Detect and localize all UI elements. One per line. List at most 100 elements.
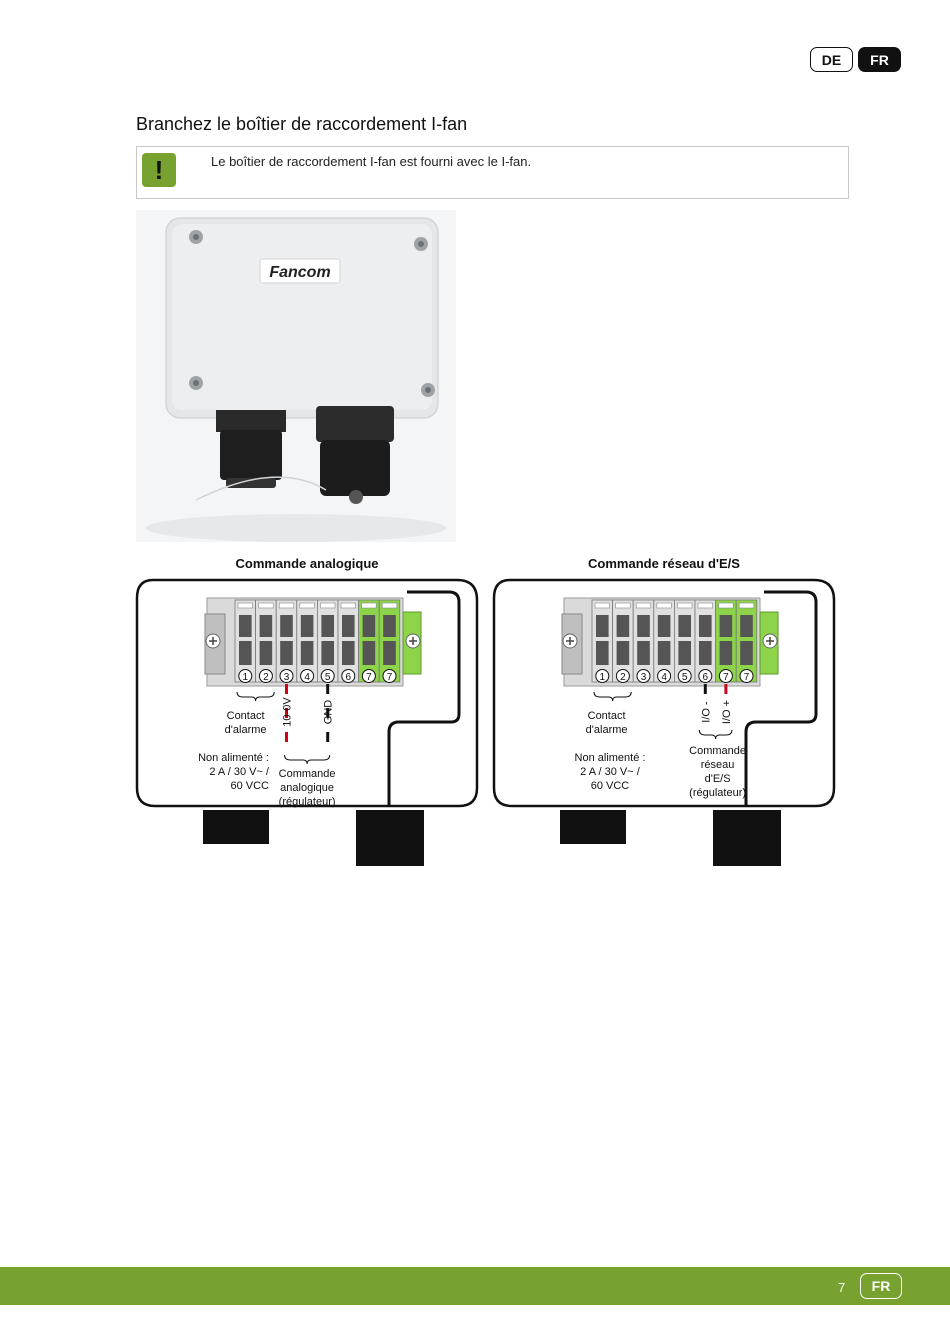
lang-fr-button[interactable]: FR <box>858 47 901 72</box>
analog-title: Commande analogique <box>235 556 378 571</box>
network-terminal-5: 5 <box>674 599 696 683</box>
analog-signal-label-2: GND <box>323 700 335 725</box>
analog-terminal-number: 7 <box>387 672 393 683</box>
analog-terminal-number: 2 <box>263 672 269 683</box>
network-contact-label-1: Contact <box>588 710 626 722</box>
analog-terminal-number-ring <box>279 669 294 683</box>
analog-terminal-slot-bottom <box>342 641 355 665</box>
network-terminal-number: 1 <box>600 672 606 683</box>
network-terminal-number-ring <box>615 669 630 683</box>
analog-connector-left <box>203 810 269 844</box>
network-cable <box>744 590 818 806</box>
network-terminal-slot-bottom <box>678 641 691 665</box>
network-connector-left <box>560 810 626 844</box>
analog-terminal-number-ring <box>341 669 356 683</box>
network-terminal-cap <box>635 602 652 609</box>
analog-terminal-number: 5 <box>325 672 331 683</box>
network-terminal-slot-bottom <box>596 641 609 665</box>
analog-terminal-cap <box>278 602 295 609</box>
network-control-brace <box>698 729 733 740</box>
analog-contact-label-1: Contact <box>227 710 265 722</box>
network-terminal-cap <box>594 602 610 609</box>
network-terminal-slot-bottom <box>657 641 671 665</box>
analog-terminal-cap <box>320 602 336 609</box>
analog-screw-left-cross <box>209 637 217 645</box>
network-terminal-cap <box>677 602 693 609</box>
network-rating-label-3: 60 VCC <box>591 780 630 792</box>
note-box: ! Le boîtier de raccordement I-fan est f… <box>136 146 849 199</box>
analog-terminal-slot-top <box>342 615 355 637</box>
network-screw-left-cross <box>566 637 574 645</box>
connection-box-photo: Fancom <box>136 210 456 542</box>
analog-terminal-cap <box>381 602 398 609</box>
analog-terminal-slot-top <box>300 615 314 637</box>
analog-terminal-number: 4 <box>304 672 310 683</box>
warning-icon: ! <box>142 153 176 187</box>
network-terminal-slot-top <box>740 615 753 637</box>
lang-de-button[interactable]: DE <box>810 47 853 72</box>
network-terminal-number: 3 <box>641 672 647 683</box>
network-terminal-slot-top <box>699 615 712 637</box>
page-number: 7 <box>838 1280 846 1295</box>
network-connector-right <box>713 810 781 866</box>
network-signal-label-1: I/O - <box>700 701 712 723</box>
network-terminal-number-ring <box>739 669 754 683</box>
analog-rating-label-2: 2 A / 30 V~ / <box>209 766 270 778</box>
network-terminal-number-ring <box>698 669 713 683</box>
analog-terminal-number: 3 <box>284 672 290 683</box>
network-control-label-2: réseau <box>701 759 735 771</box>
analog-terminal-slot-bottom <box>362 641 376 665</box>
analog-terminal-cap <box>258 602 274 609</box>
network-terminal-number: 2 <box>620 672 626 683</box>
analog-control-label-1: Commande <box>279 768 336 780</box>
network-terminal-cap <box>738 602 755 609</box>
analog-terminal-1: 1 <box>234 599 257 683</box>
analog-terminal-8: 7 <box>378 599 401 683</box>
analog-terminal-slot-top <box>280 615 293 637</box>
network-terminal-slot-bottom <box>740 641 753 665</box>
footer-lang-button[interactable]: FR <box>860 1273 902 1299</box>
network-terminal-number: 7 <box>744 672 750 683</box>
analog-alarm-brace <box>236 691 275 702</box>
analog-terminal-4: 4 <box>296 599 318 683</box>
analog-terminal-cap <box>299 602 315 609</box>
network-terminal-7: 7 <box>715 599 737 683</box>
analog-terminal-slot-top <box>259 615 273 637</box>
network-terminal-cap <box>718 602 734 609</box>
network-terminal-cap <box>656 602 672 609</box>
analog-terminal-3: 3 <box>275 599 298 683</box>
analog-terminal-number: 7 <box>366 672 372 683</box>
network-terminal-number-ring <box>636 669 651 683</box>
analog-control-label-2: analogique <box>280 782 334 794</box>
network-terminal-number: 4 <box>661 672 667 683</box>
analog-terminal-cap <box>361 602 377 609</box>
analog-terminal-number-ring <box>258 669 273 683</box>
network-terminal-1: 1 <box>591 599 614 683</box>
analog-terminal-slot-bottom <box>321 641 334 665</box>
analog-terminal-6: 6 <box>337 599 360 683</box>
network-screw-right-cross <box>766 637 774 645</box>
network-rating-label-1: Non alimenté : <box>575 752 646 764</box>
network-terminal-slot-top <box>719 615 733 637</box>
analog-terminal-number: 1 <box>243 672 249 683</box>
network-terminal-slot-bottom <box>616 641 630 665</box>
network-terminal-number: 6 <box>703 672 709 683</box>
network-terminal-slot-bottom <box>637 641 650 665</box>
analog-cable <box>387 590 461 806</box>
analog-terminal-slot-bottom <box>239 641 252 665</box>
photo-brand-label: Fancom <box>269 264 330 281</box>
analog-control-brace <box>284 754 331 765</box>
analog-signal-label-1: 10-0V <box>282 697 294 727</box>
note-text: Le boîtier de raccordement I-fan est fou… <box>211 154 532 169</box>
network-terminal-number: 7 <box>723 672 729 683</box>
network-terminal-3: 3 <box>632 599 655 683</box>
network-control-label-1: Commande <box>689 745 746 757</box>
analog-connector-right <box>356 810 424 866</box>
analog-control-label-3: (régulateur) <box>279 796 336 808</box>
network-terminal-number-ring <box>595 669 610 683</box>
analog-contact-label-2: d'alarme <box>225 724 267 736</box>
analog-terminal-cap <box>237 602 253 609</box>
analog-terminal-slot-bottom <box>383 641 396 665</box>
analog-terminal-number-ring <box>361 669 376 683</box>
